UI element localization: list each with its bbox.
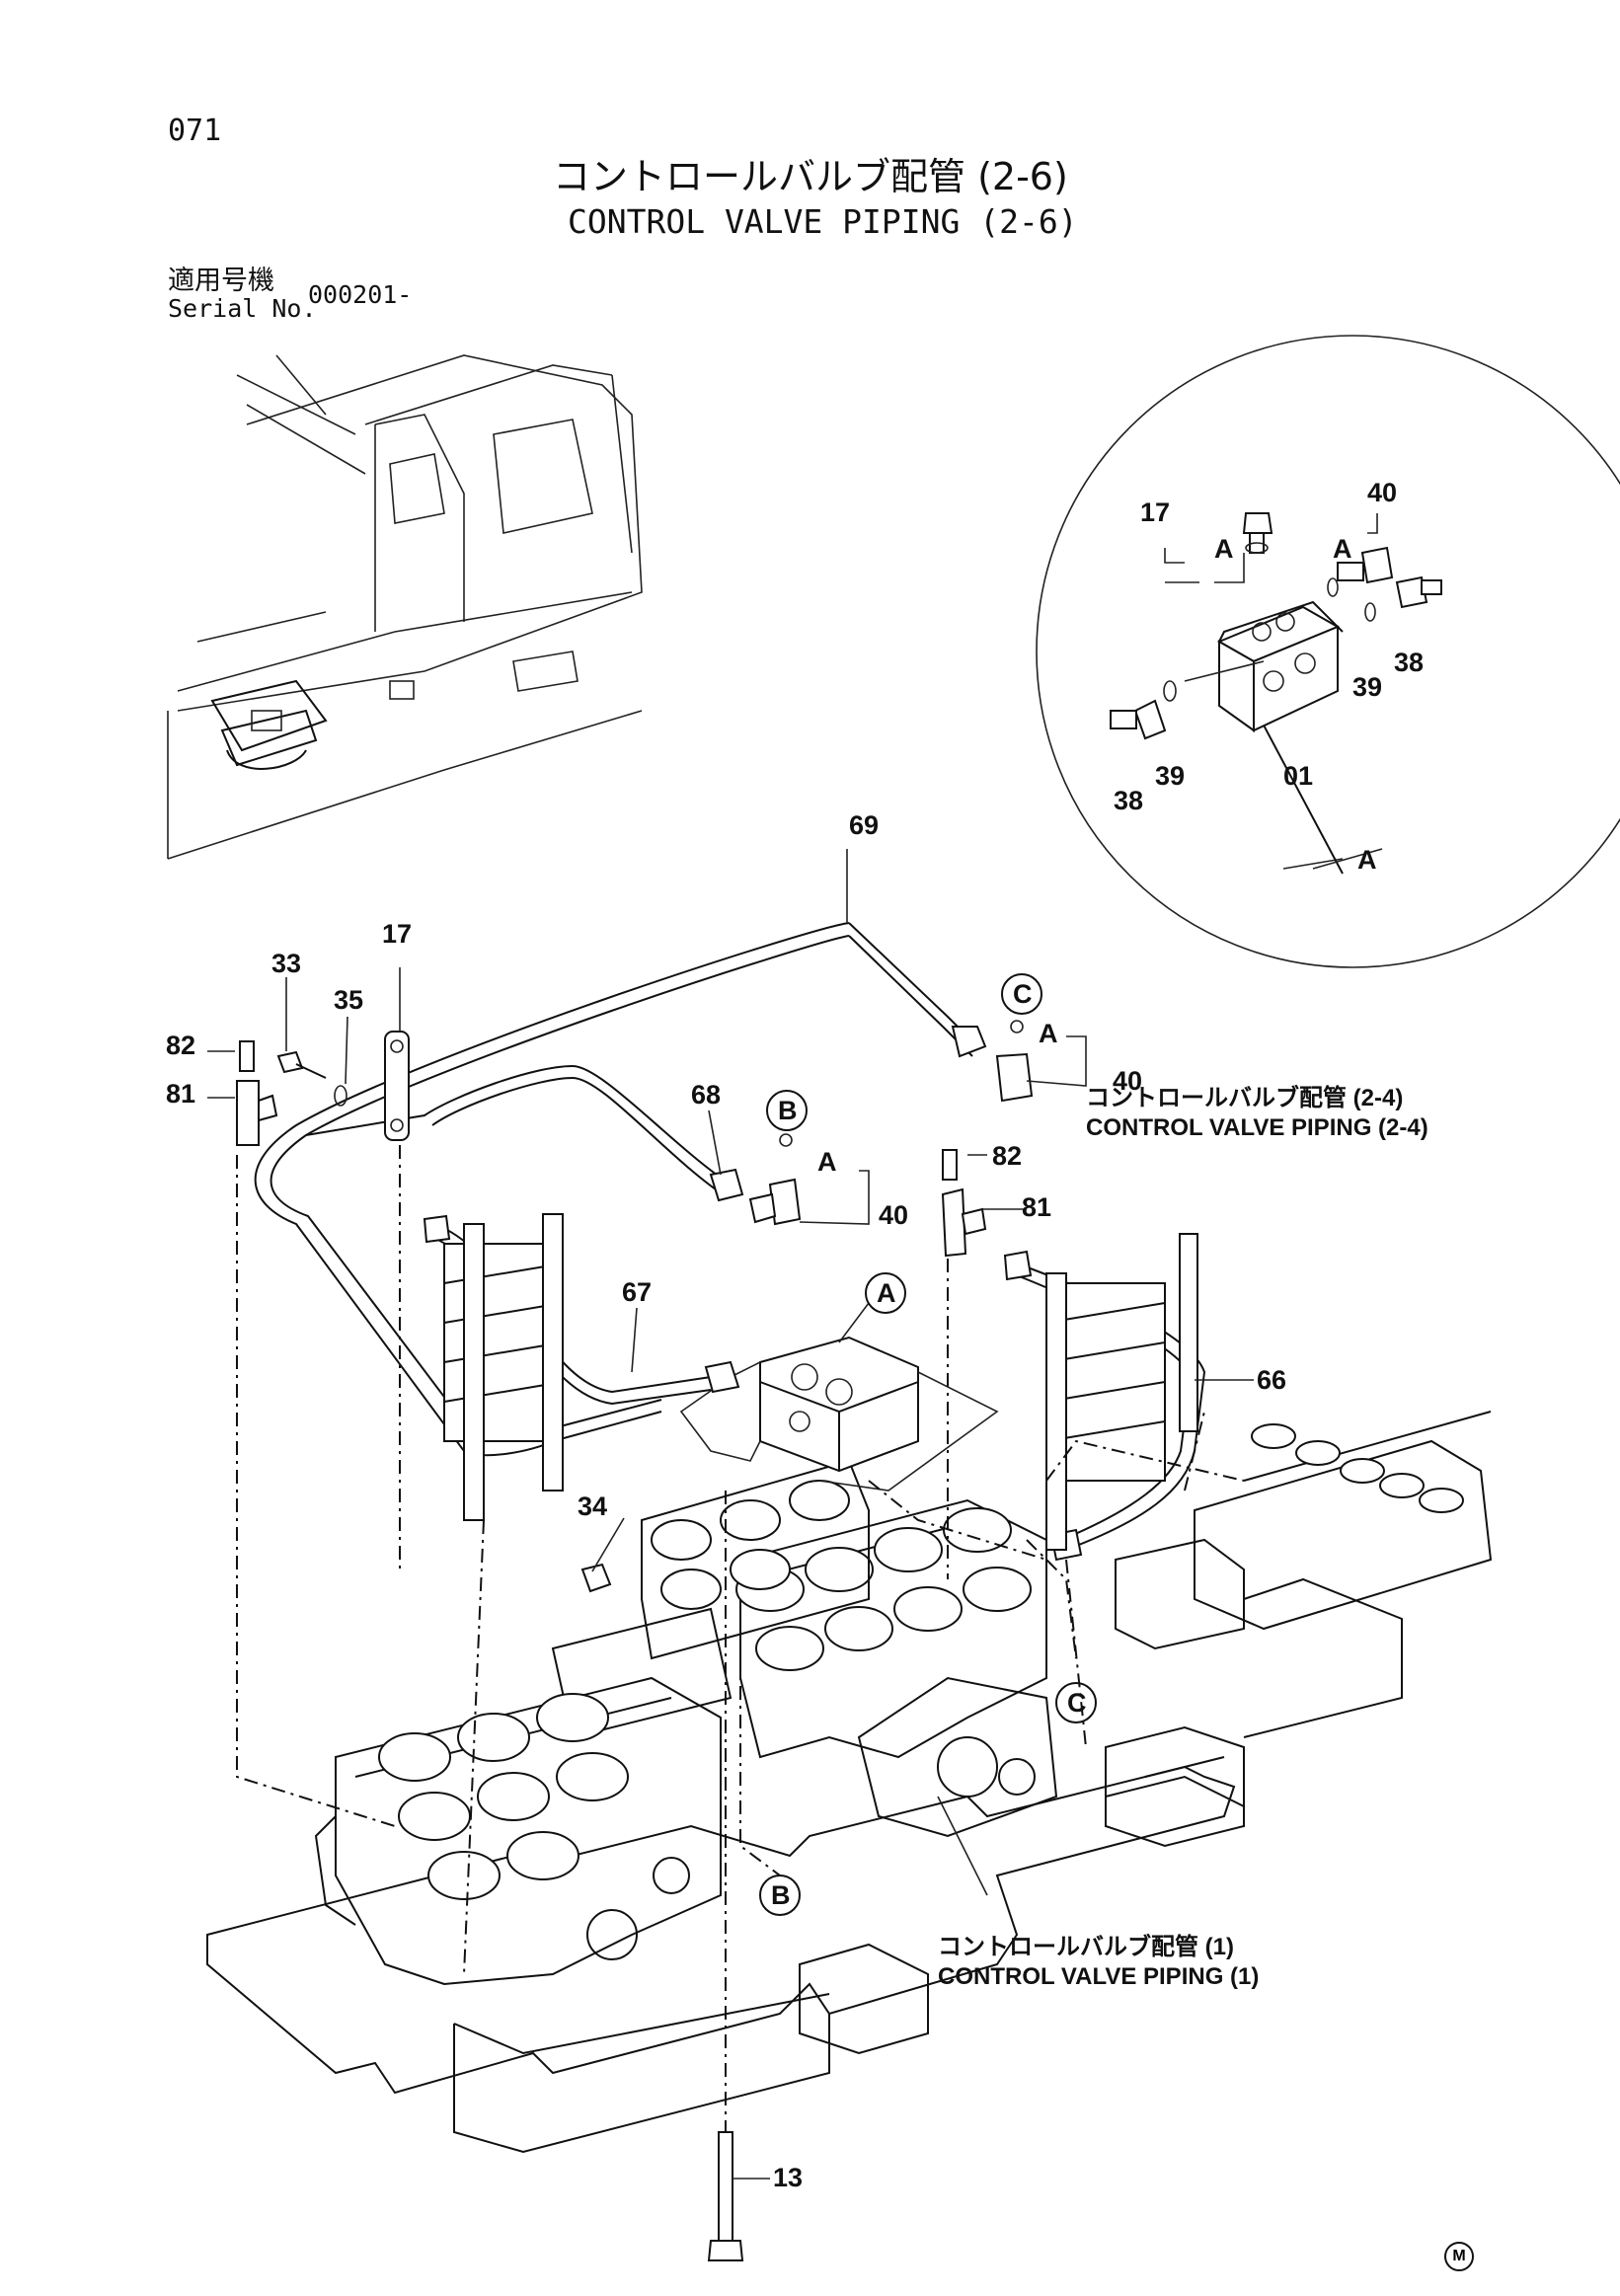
callout-labels: 69 17 33 35 82 81 68 67 66 34 13 82 81 4… xyxy=(166,478,1424,2192)
footer-mark: M xyxy=(1444,2242,1474,2271)
page-number: 071 xyxy=(168,114,222,148)
machine-overview-sketch xyxy=(167,354,643,860)
reference-1-english: CONTROL VALVE PIPING (1) xyxy=(938,1963,1260,1990)
view-b-marker-bottom: B xyxy=(771,1880,791,1910)
title-japanese: コントロールバルブ配管 (2-6) xyxy=(553,155,1068,198)
callout-39-right: 39 xyxy=(1352,672,1382,702)
callout-66: 66 xyxy=(1257,1365,1286,1395)
callout-38-right: 38 xyxy=(1394,648,1424,677)
view-a-label-detail-left: A xyxy=(1214,534,1234,564)
title-english: CONTROL VALVE PIPING (2-6) xyxy=(568,202,1078,241)
solenoid-cylinders xyxy=(1251,1423,1464,1513)
callout-81-right: 81 xyxy=(1022,1192,1051,1222)
callout-68: 68 xyxy=(691,1080,721,1110)
callout-38-left: 38 xyxy=(1114,786,1143,815)
view-a-label-b: A xyxy=(817,1147,837,1177)
serial-label-english: Serial No. xyxy=(168,294,317,323)
callout-17: 17 xyxy=(1140,497,1170,527)
callout-82-left: 82 xyxy=(166,1031,195,1060)
view-a-marker: A xyxy=(877,1278,896,1308)
callout-34: 34 xyxy=(578,1492,607,1521)
callout-13: 13 xyxy=(773,2163,803,2192)
callout-82-right: 82 xyxy=(992,1141,1022,1171)
callout-35: 35 xyxy=(334,985,363,1015)
view-a-label-detail-right: A xyxy=(1333,534,1352,564)
callout-33: 33 xyxy=(271,949,301,978)
view-a-label-c: A xyxy=(1039,1019,1058,1048)
view-a-label-circle: A xyxy=(1357,845,1377,875)
callout-81-left: 81 xyxy=(166,1079,195,1109)
callout-40-c: 40 xyxy=(1113,1066,1142,1096)
callout-67: 67 xyxy=(622,1277,652,1307)
serial-label-japanese: 適用号機 xyxy=(168,266,274,296)
piping-assembly xyxy=(254,922,1206,1562)
reference-control-valve-piping-1: コントロールバルブ配管 (1) CONTROL VALVE PIPING (1) xyxy=(938,1933,1259,1992)
callout-01: 01 xyxy=(1283,761,1313,791)
callout-40-detail: 40 xyxy=(1367,478,1397,507)
valve-spools-upper xyxy=(651,1480,850,1610)
reference-control-valve-piping-2-4: コントロールバルブ配管 (2-4) CONTROL VALVE PIPING (… xyxy=(1086,1084,1428,1143)
leader-lines xyxy=(207,548,1383,2180)
valve-spools-right xyxy=(735,1507,1032,1671)
view-c-marker-top: C xyxy=(1013,979,1033,1009)
callout-22: 17 xyxy=(382,919,412,949)
callout-39-left: 39 xyxy=(1155,761,1185,791)
valve-spools-left xyxy=(378,1693,629,1900)
callout-40-b: 40 xyxy=(879,1200,908,1230)
view-c-marker-bottom: C xyxy=(1067,1688,1087,1718)
callout-69: 69 xyxy=(849,810,879,840)
serial-number-value: 000201- xyxy=(308,280,413,309)
view-letters: A B C C B A A A A A xyxy=(771,534,1377,1910)
alignment-lines xyxy=(236,1145,1245,2132)
reference-2-4-english: CONTROL VALVE PIPING (2-4) xyxy=(1086,1114,1428,1141)
detail-view-a xyxy=(1036,335,1620,968)
reference-1-japanese: コントロールバルブ配管 (1) xyxy=(938,1934,1234,1960)
reference-2-4-japanese: コントロールバルブ配管 (2-4) xyxy=(1086,1085,1404,1111)
view-b-marker-top: B xyxy=(778,1096,798,1125)
view-reference-circles xyxy=(759,973,1097,1916)
pipe-clamps xyxy=(236,1031,1198,2261)
control-valve-assembly xyxy=(206,1411,1493,2154)
